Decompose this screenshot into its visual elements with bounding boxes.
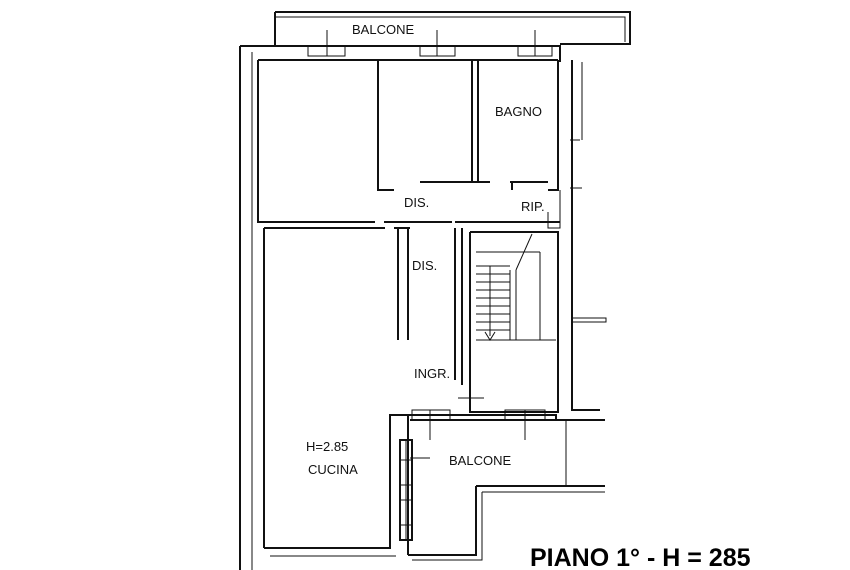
ceiling-height-label: H=2.85	[306, 439, 348, 454]
windows	[307, 30, 553, 459]
kitchen-walls	[263, 227, 410, 548]
hallway-upper-label: DIS.	[404, 195, 429, 210]
kitchen-label: CUCINA	[308, 462, 358, 477]
bathroom-label: BAGNO	[495, 104, 542, 119]
hallway-lower-label: DIS.	[412, 258, 437, 273]
stairwell	[454, 228, 559, 413]
floor-title: PIANO 1° - H = 285	[530, 544, 751, 570]
upper-rooms	[257, 60, 560, 223]
balcony-bottom-label: BALCONE	[449, 453, 511, 468]
bottom-balcony	[396, 414, 605, 561]
top-balcony	[274, 11, 631, 46]
outer-walls	[239, 45, 561, 570]
balcony-top-label: BALCONE	[352, 22, 414, 37]
right-walls	[547, 60, 607, 411]
storage-label: RIP.	[521, 199, 545, 214]
entrance-label: INGR.	[414, 366, 450, 381]
